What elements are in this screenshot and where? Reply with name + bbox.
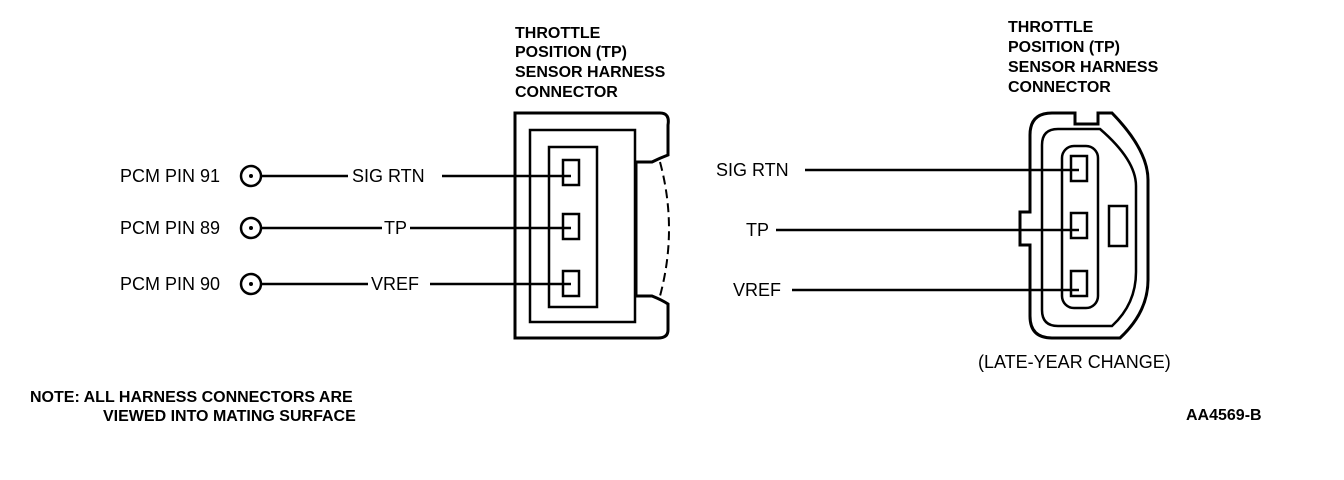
left-title-line-2: POSITION (TP): [515, 44, 627, 61]
right-title-line-1: THROTTLE: [1008, 19, 1094, 36]
left-title-line-3: SENSOR HARNESS: [515, 64, 666, 81]
right-vref-label: VREF: [733, 280, 781, 300]
left-tp-label: TP: [384, 218, 407, 238]
right-terminal-3: [1069, 269, 1089, 298]
right-connector-title: THROTTLE POSITION (TP) SENSOR HARNESS CO…: [1008, 19, 1159, 96]
pcm-pin-90-label: PCM PIN 90: [120, 274, 220, 294]
pin-terminal-icon: [239, 164, 263, 188]
right-sig-rtn-label: SIG RTN: [716, 160, 789, 180]
figure-id: AA4569-B: [1186, 407, 1262, 424]
pin-terminal-icon: [239, 272, 263, 296]
right-title-line-3: SENSOR HARNESS: [1008, 59, 1159, 76]
late-year-change-caption: (LATE-YEAR CHANGE): [978, 352, 1171, 372]
note-line-1: NOTE: ALL HARNESS CONNECTORS ARE: [30, 389, 353, 406]
left-connector-title: THROTTLE POSITION (TP) SENSOR HARNESS CO…: [515, 25, 666, 101]
left-terminal-2: [561, 212, 581, 241]
left-sig-rtn-label: SIG RTN: [352, 166, 425, 186]
right-title-line-2: POSITION (TP): [1008, 39, 1120, 56]
left-title-line-1: THROTTLE: [515, 25, 601, 42]
left-wire-vref: PCM PIN 90 VREF: [120, 272, 571, 296]
right-wire-tp: TP: [746, 220, 1079, 240]
pin-terminal-icon: [239, 216, 263, 240]
right-title-line-4: CONNECTOR: [1008, 79, 1111, 96]
right-wire-sig-rtn: SIG RTN: [716, 160, 1079, 180]
left-title-line-4: CONNECTOR: [515, 84, 618, 101]
left-wire-sig-rtn: PCM PIN 91 SIG RTN: [120, 164, 571, 188]
right-wire-vref: VREF: [733, 280, 1079, 300]
pcm-pin-89-label: PCM PIN 89: [120, 218, 220, 238]
note-line-2: VIEWED INTO MATING SURFACE: [103, 408, 356, 425]
left-vref-label: VREF: [371, 274, 419, 294]
left-connector-body: [513, 111, 670, 340]
left-wire-tp: PCM PIN 89 TP: [120, 216, 571, 240]
left-terminal-1: [561, 158, 581, 187]
right-tp-label: TP: [746, 220, 769, 240]
right-terminal-1: [1069, 154, 1089, 183]
right-connector-body: [1018, 111, 1150, 340]
pcm-pin-91-label: PCM PIN 91: [120, 166, 220, 186]
right-terminal-2: [1069, 211, 1089, 240]
